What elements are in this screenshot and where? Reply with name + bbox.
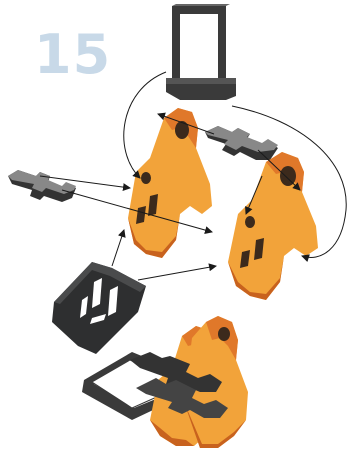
- left-side-panel: [128, 108, 212, 258]
- right-crossbar: [205, 126, 278, 160]
- rectangular-frame: [166, 4, 236, 100]
- base-plate: [52, 262, 146, 354]
- left-crossbar: [8, 170, 76, 202]
- right-side-panel: [228, 152, 318, 300]
